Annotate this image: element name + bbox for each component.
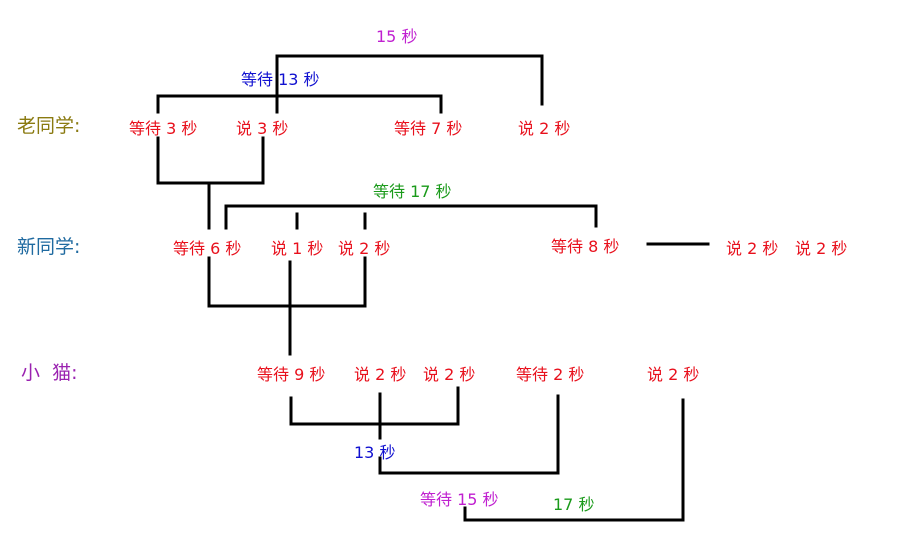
annotation-total-13: 13 秒 [354,443,396,462]
event-old-say-2: 说 2 秒 [518,119,571,138]
event-new-say-2-a: 说 2 秒 [726,239,779,258]
annotation-wait-13: 等待 13 秒 [241,70,320,89]
event-kitten-wait-2: 等待 2 秒 [516,365,585,384]
bracket-kitten-13s [289,386,460,426]
row-label-kitten: 小 猫: [21,362,78,384]
bracket-old-wait13 [156,94,443,114]
event-kitten-say-2-a: 说 2 秒 [354,365,407,384]
event-new-wait-6: 等待 6 秒 [173,239,242,258]
event-kitten-wait-9: 等待 9 秒 [257,365,326,384]
event-old-wait-7: 等待 7 秒 [394,119,463,138]
annotation-wait-17: 等待 17 秒 [373,182,452,201]
annotation-wait-15: 等待 15 秒 [420,490,499,509]
event-new-say-1: 说 1 秒 [271,239,324,258]
event-new-say-2-b: 说 2 秒 [795,239,848,258]
annotation-total-15: 15 秒 [376,27,418,46]
event-kitten-say-2-b: 说 2 秒 [423,365,476,384]
bracket-old-15s [275,54,544,106]
annotation-total-17: 17 秒 [553,495,595,514]
bracket-kitten-17s [463,398,685,522]
event-old-say-3: 说 3 秒 [236,119,289,138]
event-old-wait-3: 等待 3 秒 [129,119,198,138]
event-new-say-2: 说 2 秒 [338,239,391,258]
event-new-wait-8: 等待 8 秒 [551,237,620,256]
bracket-kitten-wait15 [378,394,560,475]
row-label-new-student: 新同学: [17,236,81,258]
event-kitten-say-2-c: 说 2 秒 [647,365,700,384]
bracket-new-wait17 [224,204,598,230]
bracket-new-to-kitten [207,256,367,308]
bracket-old-to-new [156,136,265,185]
row-label-old-student: 老同学: [17,115,81,137]
